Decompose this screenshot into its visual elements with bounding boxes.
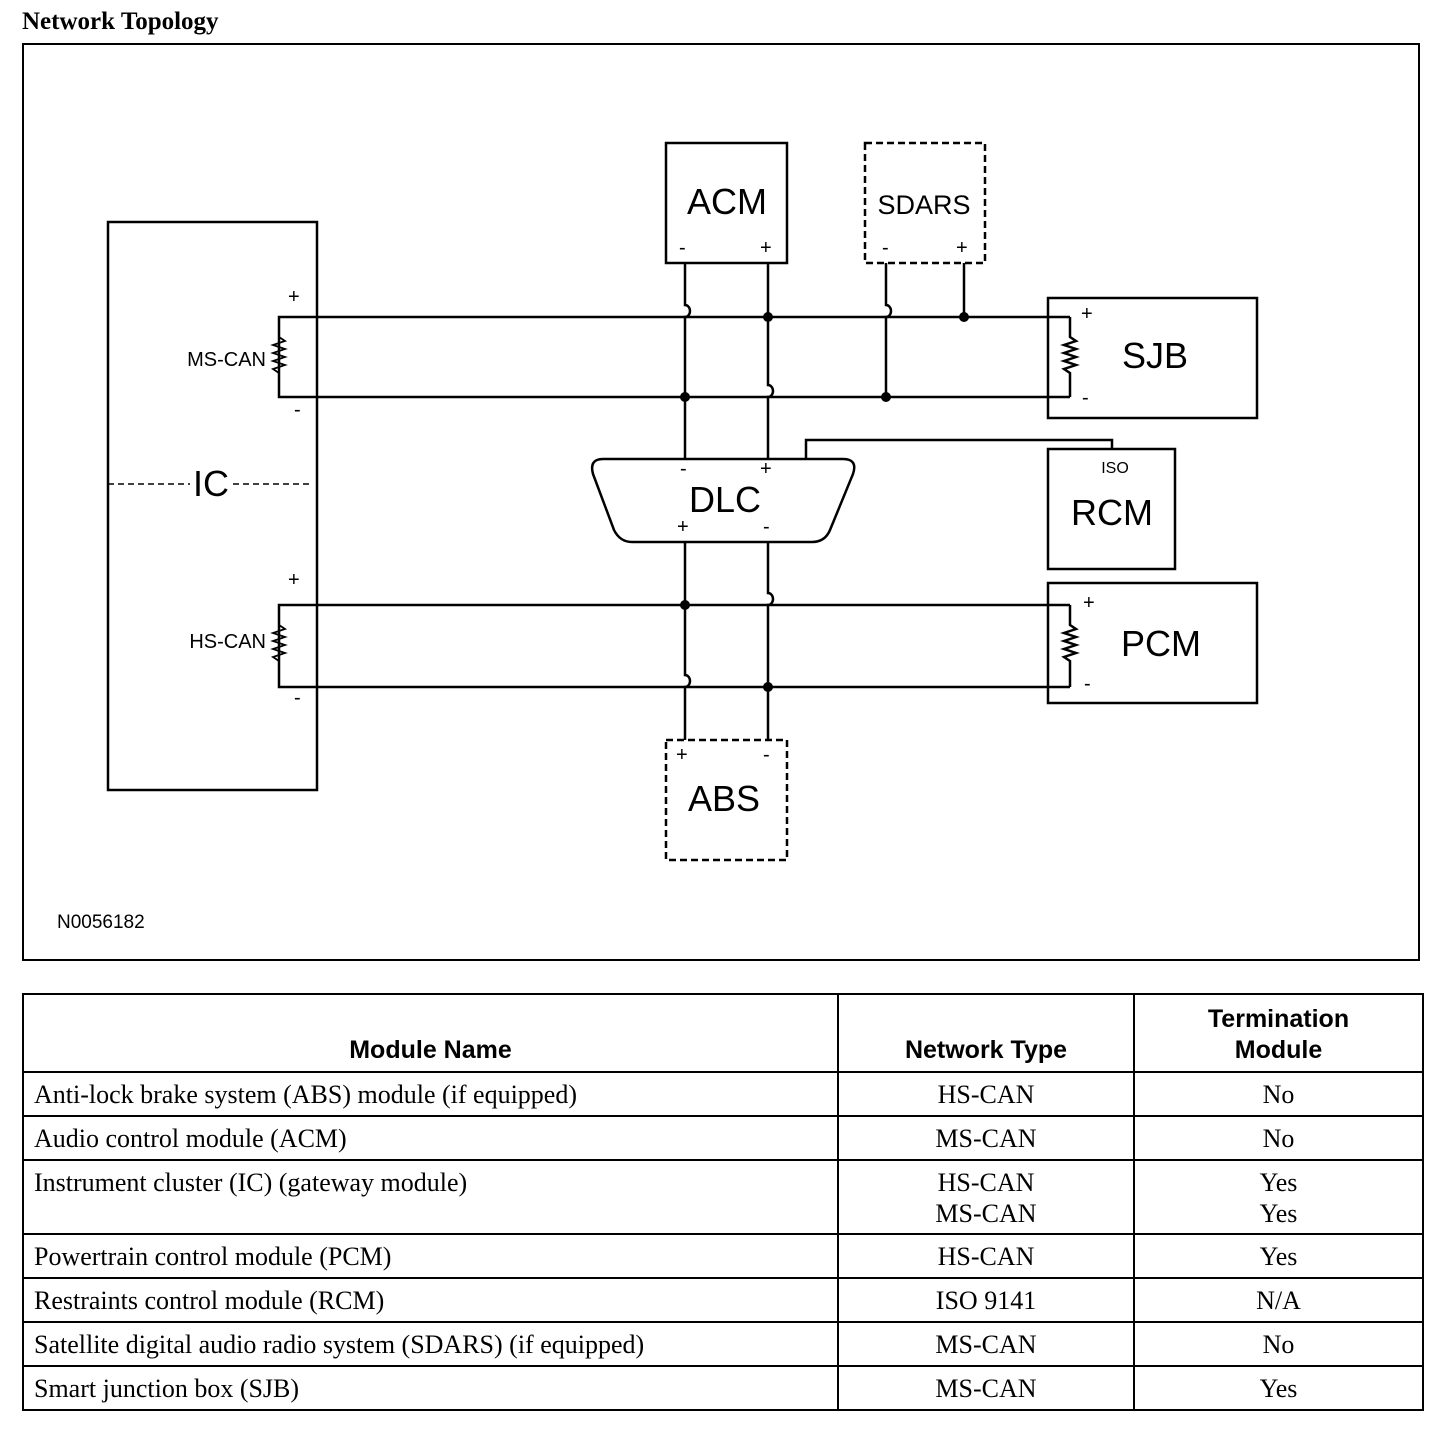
header-module-name: Module Name [22,993,839,1073]
rcm-iso-label: ISO [1101,460,1129,477]
dlc-bottom-minus: - [763,516,770,538]
module-name-cell: Smart junction box (SJB) [22,1365,839,1411]
sjb-label: SJB [1122,335,1188,376]
ic-ms-can-resistor [270,336,288,374]
termination-cell: No [1133,1321,1424,1367]
acm-label: ACM [687,181,767,222]
module-name-cell: Powertrain control module (PCM) [22,1233,839,1279]
network-type-cell: ISO 9141 [837,1277,1135,1323]
module-name-cell: Instrument cluster (IC) (gateway module) [22,1159,839,1235]
dlc-connector [590,457,856,544]
module-name-cell: Anti-lock brake system (ABS) module (if … [22,1071,839,1117]
acm-plus: + [760,237,772,259]
ms-can-label: MS-CAN [187,349,266,371]
junction-dlc-hs-minus [763,682,773,692]
network-type-cell: HS-CAN [837,1071,1135,1117]
sjb-resistor-wire [1060,317,1080,397]
network-type-cell: HS-CAN [837,1233,1135,1279]
abs-minus: - [763,744,770,766]
acm-plus-wire [766,263,775,459]
termination-cell: No [1133,1071,1424,1117]
table-row: Powertrain control module (PCM) HS-CAN Y… [22,1233,1424,1279]
junction-acm-ms-minus [680,392,690,402]
figure-id: N0056182 [57,912,145,933]
acm-box [664,141,789,265]
dlc-top-plus: + [760,458,772,480]
pcm-resistor-wire [1060,605,1080,687]
termination-cell: Yes [1133,1233,1424,1279]
termination-cell: N/A [1133,1277,1424,1323]
ic-ms-plus: + [288,286,300,308]
pcm-label: PCM [1121,623,1201,664]
junction-dlc-hs-plus [680,600,690,610]
abs-label: ABS [688,778,760,819]
sdars-minus-wire [884,263,893,397]
junction-acm-ms-plus [763,312,773,322]
pcm-plus: + [1083,592,1095,614]
dlc-minus-hs-wire [766,542,775,740]
ic-box [106,220,319,792]
table-row: Restraints control module (RCM) ISO 9141… [22,1277,1424,1323]
sdars-label: SDARS [877,190,970,220]
rcm-label: RCM [1071,492,1153,533]
network-type-cell: MS-CAN [837,1115,1135,1161]
hs-can-bus-loop [277,603,1070,689]
termination-line: Yes [1259,1168,1298,1197]
sjb-box [1046,296,1259,420]
dlc-top-minus: - [680,458,687,480]
ic-hs-plus: + [288,569,300,591]
dlc-plus-hs-wire [683,542,692,740]
sdars-minus: - [882,237,889,259]
abs-plus: + [676,744,688,766]
table-row: Audio control module (ACM) MS-CAN No [22,1115,1424,1161]
ic-ms-minus: - [294,399,301,421]
module-name-cell: Satellite digital audio radio system (SD… [22,1321,839,1367]
network-type-cell: MS-CAN [837,1365,1135,1411]
module-name-cell: Restraints control module (RCM) [22,1277,839,1323]
dlc-bottom-plus: + [677,516,689,538]
acm-minus: - [679,237,686,259]
sdars-box [863,141,987,265]
pcm-minus: - [1084,673,1091,695]
table-row: Anti-lock brake system (ABS) module (if … [22,1071,1424,1117]
termination-cell: No [1133,1115,1424,1161]
table-row: Satellite digital audio radio system (SD… [22,1321,1424,1367]
module-name-cell: Audio control module (ACM) [22,1115,839,1161]
acm-minus-wire [683,263,692,459]
diagram-frame [22,43,1420,961]
header-network-type: Network Type [837,993,1135,1073]
sdars-plus: + [956,237,968,259]
sjb-minus: - [1082,387,1089,409]
network-topology-diagram: ACM SDARS SJB ISO RCM PCM ABS DLC IC MS-… [57,141,1259,933]
junction-sdars-ms-plus [959,312,969,322]
abs-box [664,738,789,862]
network-type-cell: HS-CAN MS-CAN [837,1159,1135,1235]
hs-can-label: HS-CAN [189,631,266,653]
page-title: Network Topology [22,8,219,35]
ms-can-bus-loop [277,315,1070,399]
termination-cell: Yes Yes [1133,1159,1424,1235]
table-row: Smart junction box (SJB) MS-CAN Yes [22,1365,1424,1411]
termination-header-text: Termination Module [1207,1005,1350,1064]
dlc-label: DLC [689,479,761,520]
ic-hs-can-resistor [270,624,288,662]
table-row: Instrument cluster (IC) (gateway module)… [22,1159,1424,1235]
sjb-plus: + [1081,303,1093,325]
pcm-box [1046,581,1259,705]
network-type-cell: MS-CAN [837,1321,1135,1367]
junction-sdars-ms-minus [881,392,891,402]
iso-9141-wire [804,438,1114,459]
termination-line: Yes [1259,1199,1298,1228]
termination-cell: Yes [1133,1365,1424,1411]
ic-label: IC [193,463,229,504]
header-termination-module: Termination Module [1133,993,1424,1073]
network-type-line: MS-CAN [935,1199,1037,1228]
network-type-line: HS-CAN [937,1168,1035,1197]
module-table: Module Name Network Type Termination Mod… [22,993,1424,1411]
ic-hs-minus: - [294,687,301,709]
table-header-row: Module Name Network Type Termination Mod… [22,993,1424,1073]
